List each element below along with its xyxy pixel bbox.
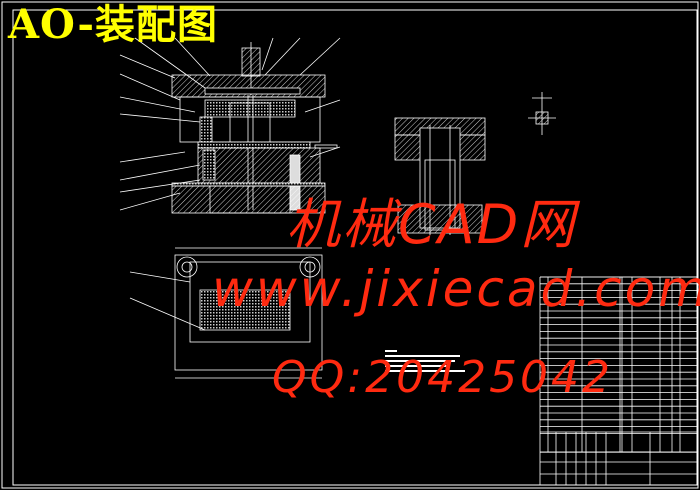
watermark-site-name: 机械CAD网 bbox=[286, 193, 577, 256]
technical-notes bbox=[385, 350, 465, 372]
bill-of-materials-title-block bbox=[539, 276, 698, 485]
detail-section-view bbox=[394, 117, 486, 235]
inner-frame bbox=[12, 9, 698, 486]
watermark-qq: QQ:20425042 bbox=[272, 352, 614, 403]
main-section-view bbox=[119, 37, 341, 214]
small-detail bbox=[528, 92, 556, 135]
watermark-url: www.jixiecad.com bbox=[212, 260, 700, 318]
drawing-title: AO-装配图 bbox=[8, 1, 218, 48]
top-plan-view bbox=[129, 247, 323, 379]
leader-lines bbox=[119, 37, 341, 211]
